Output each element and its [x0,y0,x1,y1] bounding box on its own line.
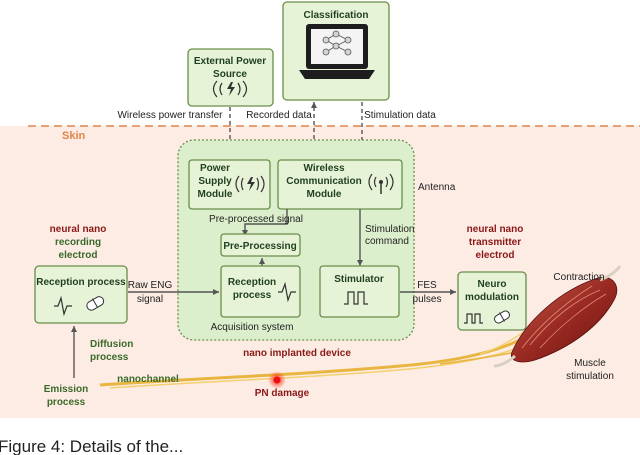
modulation-capsule-icon [494,310,510,324]
reception-process-electrode-box [34,265,128,324]
reception-process-electrode-label: Reception process [36,277,126,288]
preprocessed-signal-label: Pre-processed signal [209,214,303,225]
recording-signal-icon [54,295,72,317]
pulse-icon [344,291,368,305]
raw-eng-label-2: signal [137,294,163,305]
neuro-modulation-label: Neuro [478,279,507,290]
emission-label-2: process [47,397,86,408]
capsule-icon [86,296,105,311]
fes-label: FES [417,280,437,291]
antenna-label: Antenna [418,182,456,193]
pre-processing-box [220,233,301,257]
stimulation-command-label-2: command [365,236,409,247]
external-power-label-2: Source [213,69,247,80]
reception-process-label: Reception [228,277,276,288]
wireless-comm-label-3: Module [307,189,342,200]
diffusion-label-2: process [90,352,129,363]
antenna-icon [368,173,394,194]
stimulation-data-label: Stimulation data [364,110,436,121]
power-supply-label: Power [200,163,230,174]
external-power-label: External Power [194,56,266,67]
wireless-comm-label-2: Communication [286,176,362,187]
acquisition-system-label: Acquisition system [211,322,294,333]
wireless-communication-module [277,159,403,210]
external-power-source-box [187,48,274,107]
pre-processing-label: Pre-Processing [223,241,296,252]
nanochannel-label: nanochannel [117,374,179,385]
stimulation-command-label: Stimulation [365,224,414,235]
preprocessed-signal-flow [242,209,288,236]
recording-electrode-label: neural nano [50,224,107,235]
reception-process-box [220,265,301,318]
stimulator-label: Stimulator [334,274,384,285]
power-supply-module [188,159,271,210]
classification-label: Classification [303,10,368,21]
modulation-pulse-icon [464,313,483,324]
contraction-label: Contraction [553,272,604,283]
power-module-icon [235,175,265,193]
recording-electrode-label-2: recording [55,237,101,248]
recording-electrode-label-3: electrod [59,250,98,261]
transmitter-electrode-label-2: transmitter [469,237,521,248]
pn-damage-label: PN damage [255,388,310,399]
neural-signal-icon [278,281,296,303]
wireless-comm-label: Wireless [303,163,344,174]
emission-label: Emission [44,384,88,395]
fes-label-2: pulses [413,294,442,305]
muscle-stimulation-label: Muscle [574,358,606,369]
pn-damage-core [273,376,281,384]
wireless-power-icon [212,80,248,98]
power-supply-label-2: Supply [198,176,232,187]
muscle-stimulation-label-2: stimulation [566,371,614,382]
raw-eng-label: Raw ENG [128,280,173,291]
figure-caption: Figure 4: Details of the... [0,437,183,455]
skin-label: Skin [62,130,86,142]
power-supply-label-3: Module [198,189,233,200]
transmitter-electrode-label: neural nano [467,224,524,235]
reception-process-label-2: process [233,290,272,301]
recorded-data-label: Recorded data [246,110,312,121]
nano-implanted-device-label: nano implanted device [243,348,351,359]
transmitter-electrode-label-3: electrod [476,250,515,261]
laptop-icon [299,24,375,79]
neuro-modulation-label-2: modulation [465,292,519,303]
diffusion-label: Diffusion [90,339,133,350]
wireless-power-transfer-label: Wireless power transfer [117,110,223,121]
muscle-illustration [493,265,622,368]
